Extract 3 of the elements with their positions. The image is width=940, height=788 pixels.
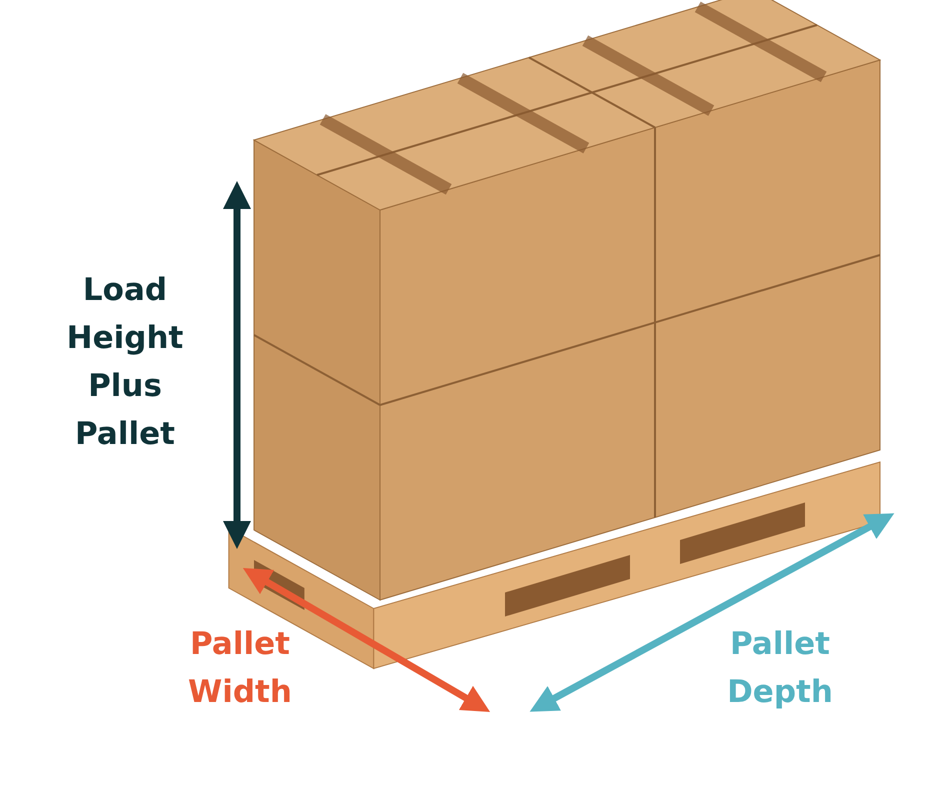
dimension-label: Pallet Depth: [726, 625, 834, 712]
dimension-label: Load Height Plus Pallet: [66, 271, 184, 454]
dimension-label: Pallet Width: [187, 625, 293, 712]
